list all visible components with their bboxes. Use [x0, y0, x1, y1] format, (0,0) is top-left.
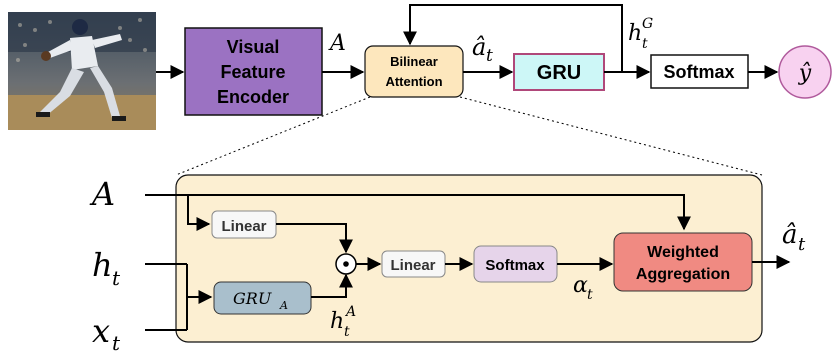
svg-text:h: h	[628, 21, 642, 46]
softmax-label: Softmax	[663, 62, 734, 82]
h-t-a-label: h t A	[330, 304, 356, 340]
svg-text:â: â	[472, 33, 486, 61]
svg-text:A: A	[279, 299, 288, 312]
zoom-line-right	[459, 96, 763, 176]
svg-text:x: x	[92, 312, 110, 350]
svg-text:t: t	[112, 266, 121, 290]
encoder-label-2: Feature	[220, 62, 285, 82]
svg-text:t: t	[112, 331, 121, 354]
arrow-a-to-weighted	[145, 194, 691, 231]
attention-label-1: Bilinear	[390, 54, 438, 69]
svg-text:â: â	[782, 220, 798, 250]
arrow-a-to-linear	[187, 195, 211, 231]
linear-mid-label: Linear	[390, 257, 435, 274]
pitcher-photo	[8, 12, 156, 130]
softmax-box	[650, 54, 749, 89]
alpha-t-label: α t	[573, 273, 593, 303]
svg-text:G: G	[642, 16, 653, 32]
gru-box	[513, 53, 605, 91]
top-a-label: A	[328, 31, 346, 56]
svg-text:h: h	[92, 246, 113, 284]
gru-label: GRU	[537, 62, 581, 84]
output-circle	[778, 45, 832, 99]
encoder-label-3: Encoder	[217, 87, 289, 107]
svg-text:GRU: GRU	[233, 289, 272, 308]
svg-text:α: α	[573, 273, 588, 298]
feedback-arrow	[403, 4, 623, 72]
gru-a-label: GRU A	[233, 289, 288, 312]
svg-text:A: A	[344, 304, 356, 320]
top-h-g-label: h t G	[628, 16, 653, 52]
weighted-label-2: Aggregation	[636, 266, 730, 283]
encoder-label-1: Visual	[227, 37, 280, 57]
svg-text:t: t	[798, 234, 806, 255]
detail-input-x: x t	[92, 312, 121, 354]
svg-text:t: t	[344, 324, 350, 340]
arrow-linear-to-odot	[276, 223, 353, 254]
svg-text:t: t	[587, 287, 593, 303]
svg-text:t: t	[642, 36, 648, 52]
svg-text:h: h	[330, 309, 344, 334]
softmax-small-label: Softmax	[485, 257, 545, 274]
linear-top-label: Linear	[221, 218, 266, 235]
output-y-hat: ŷ	[798, 61, 812, 86]
detail-input-a: A	[89, 175, 115, 213]
visual-feature-encoder-box	[184, 27, 323, 116]
detail-out-label: â t	[782, 220, 806, 255]
attention-label-2: Attention	[385, 74, 442, 89]
weighted-label-1: Weighted	[647, 244, 719, 261]
detail-input-h: h t	[92, 246, 121, 290]
top-a-hat-t-label: â t	[472, 33, 493, 66]
svg-text:t: t	[486, 46, 493, 66]
arrow-gru-a-to-odot	[311, 273, 353, 298]
hadamard-dot	[343, 261, 349, 267]
